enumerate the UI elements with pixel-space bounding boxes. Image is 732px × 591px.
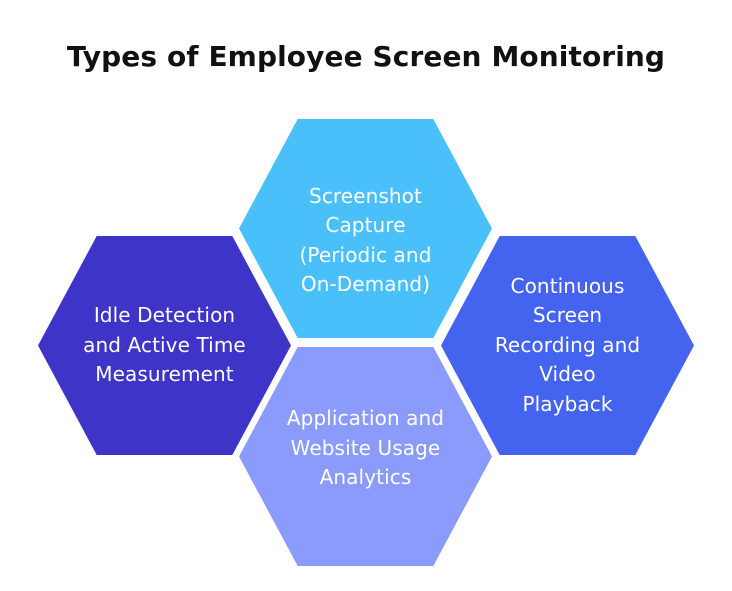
hexagon-screenshot-capture[interactable]: Screenshot Capture (Periodic and On-Dema…: [239, 119, 492, 338]
hexagon-label-continuous-recording: Continuous Screen Recording and Video Pl…: [494, 274, 641, 416]
hexagon-label-screenshot-capture: Screenshot Capture (Periodic and On-Dema…: [299, 183, 432, 296]
hexagon-label-usage-analytics: Application and Website Usage Analytics: [286, 406, 445, 490]
hexagon-label-idle-detection: Idle Detection and Active Time Measureme…: [83, 303, 246, 387]
hexagon-continuous-recording[interactable]: Continuous Screen Recording and Video Pl…: [441, 236, 694, 455]
hexagon-idle-detection[interactable]: Idle Detection and Active Time Measureme…: [38, 236, 291, 455]
hexagon-usage-analytics[interactable]: Application and Website Usage Analytics: [239, 347, 492, 566]
page-title: Types of Employee Screen Monitoring: [66, 40, 666, 73]
